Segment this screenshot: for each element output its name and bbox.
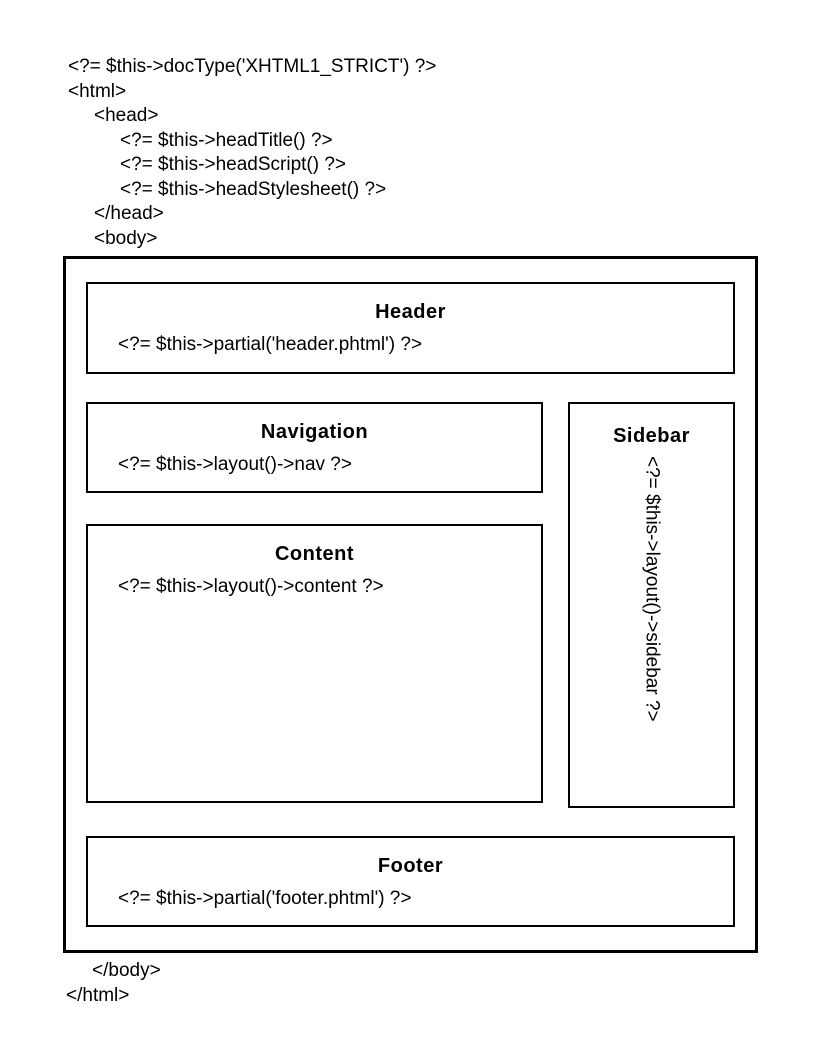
sidebar-box-code: <?= $this->layout()->sidebar ?>: [641, 456, 663, 722]
code-block-bottom: </body> </html>: [66, 959, 161, 1008]
content-box: Content <?= $this->layout()->content ?>: [86, 524, 543, 803]
code-line-head-close: </head>: [94, 203, 164, 224]
code-line-html-open: <html>: [68, 80, 127, 102]
code-line-html-close: </html>: [66, 984, 130, 1006]
content-box-code: <?= $this->layout()->content ?>: [118, 576, 384, 597]
code-line-head-script: <?= $this->headScript() ?>: [120, 154, 347, 175]
footer-box-code: <?= $this->partial('footer.phtml') ?>: [118, 888, 412, 909]
code-line-head-title: <?= $this->headTitle() ?>: [120, 129, 333, 151]
body-layout-box: Header <?= $this->partial('header.phtml'…: [63, 256, 758, 953]
code-block-top: <?= $this->docType('XHTML1_STRICT') ?> <…: [68, 55, 436, 251]
footer-box: Footer <?= $this->partial('footer.phtml'…: [86, 836, 735, 927]
header-box: Header <?= $this->partial('header.phtml'…: [86, 282, 735, 374]
code-line-head-open: <head>: [94, 105, 159, 126]
header-box-title: Header: [375, 301, 446, 323]
code-line-doctype: <?= $this->docType('XHTML1_STRICT') ?>: [68, 56, 437, 77]
content-box-title: Content: [274, 543, 355, 565]
code-line-body-open: <body>: [94, 227, 158, 249]
sidebar-box-title: Sidebar: [613, 425, 690, 447]
code-line-body-close: </body>: [92, 960, 161, 981]
footer-box-title: Footer: [377, 855, 444, 877]
code-line-head-stylesheet: <?= $this->headStylesheet() ?>: [120, 178, 387, 200]
navigation-box: Navigation <?= $this->layout()->nav ?>: [86, 402, 543, 493]
header-box-code: <?= $this->partial('header.phtml') ?>: [118, 334, 423, 355]
sidebar-box: Sidebar <?= $this->layout()->sidebar ?>: [568, 402, 735, 808]
navigation-box-code: <?= $this->layout()->nav ?>: [118, 454, 352, 475]
navigation-box-title: Navigation: [260, 421, 369, 443]
